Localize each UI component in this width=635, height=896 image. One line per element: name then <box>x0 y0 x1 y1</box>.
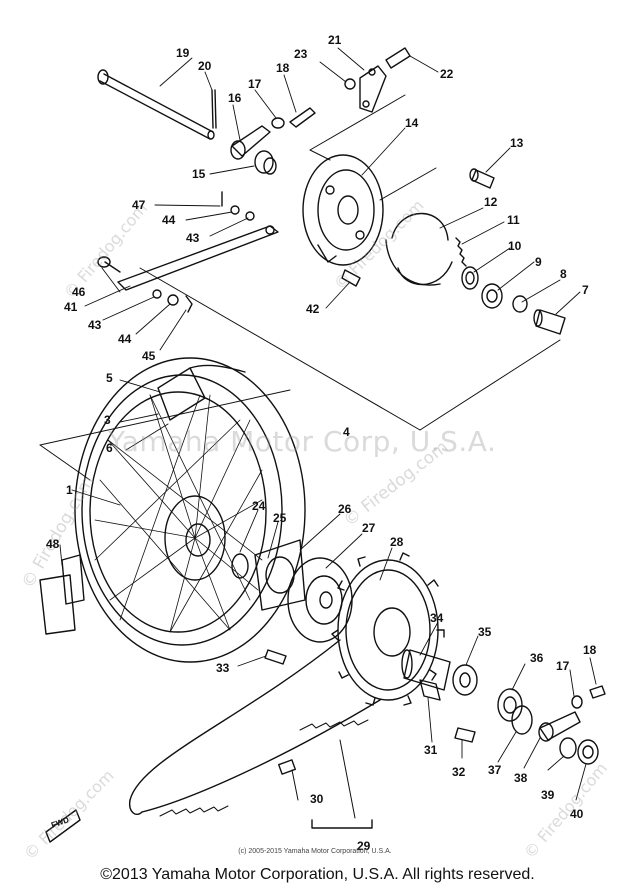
callout-20: 20 <box>198 59 212 73</box>
callout-11: 11 <box>507 213 520 227</box>
callout-17: 17 <box>248 77 262 91</box>
camshaft <box>469 168 495 189</box>
washer-39 <box>559 737 577 759</box>
callout-18: 18 <box>583 643 597 657</box>
callout-19: 19 <box>176 46 190 60</box>
adjuster-nut-upper <box>271 107 316 129</box>
callout-47: 47 <box>132 198 146 212</box>
callout-46: 46 <box>72 285 86 299</box>
callout-21: 21 <box>328 33 342 47</box>
callout-45: 45 <box>142 349 156 363</box>
callout-24: 24 <box>252 499 266 513</box>
chain-adjuster <box>538 711 581 742</box>
bolt-18-lower <box>571 685 606 709</box>
callout-44: 44 <box>162 213 176 227</box>
watermark-text: Yamaha Motor Corp, U.S.A. <box>108 425 497 458</box>
oil-seal <box>461 266 479 290</box>
callout-8: 8 <box>560 267 567 281</box>
callout-23: 23 <box>294 47 308 61</box>
callout-3: 3 <box>104 413 111 427</box>
callout-44: 44 <box>118 332 132 346</box>
bearing-right <box>452 664 478 696</box>
callout-17: 17 <box>556 659 570 673</box>
spacer <box>254 150 277 175</box>
callout-32: 32 <box>452 765 466 779</box>
axle-nut <box>577 739 599 765</box>
tire-tread <box>39 554 85 635</box>
leader-30 <box>291 769 299 801</box>
pin <box>221 191 255 221</box>
copyright-small: (c) 2005-2015 Yamaha Motor Corporation, … <box>238 848 392 855</box>
callout-29: 29 <box>357 839 371 853</box>
callout-36: 36 <box>530 651 544 665</box>
callout-39: 39 <box>541 788 555 802</box>
callout-4: 4 <box>343 425 350 439</box>
bolt-lower <box>419 679 476 743</box>
spring <box>455 237 467 267</box>
callout-18: 18 <box>276 61 290 75</box>
callout-41: 41 <box>64 300 78 314</box>
rear-sprocket <box>331 552 445 706</box>
rim-band <box>157 364 246 421</box>
copyright-footer: ©2013 Yamaha Motor Corporation, U.S.A. A… <box>100 866 535 883</box>
brake-shoe <box>385 212 453 286</box>
brake-shoe-plate <box>302 154 384 266</box>
callout-7: 7 <box>582 283 589 297</box>
lower-washers <box>152 289 193 313</box>
callout-33: 33 <box>216 661 230 675</box>
callout-43: 43 <box>186 231 200 245</box>
callout-13: 13 <box>510 136 524 150</box>
rear-wheel <box>74 357 306 663</box>
leader-lines <box>59 47 597 801</box>
callout-27: 27 <box>362 521 376 535</box>
collar <box>533 309 566 335</box>
cotter-pin <box>211 89 217 129</box>
callout-10: 10 <box>508 239 522 253</box>
o-ring <box>231 553 249 579</box>
bracket-29 <box>311 819 373 829</box>
drive-chain <box>128 639 381 817</box>
callout-31: 31 <box>424 743 438 757</box>
callout-14: 14 <box>405 116 419 130</box>
callout-30: 30 <box>310 792 324 806</box>
callout-16: 16 <box>228 91 242 105</box>
hub-damper <box>254 539 306 611</box>
torque-bracket <box>344 47 411 113</box>
callout-25: 25 <box>273 511 287 525</box>
callout-1: 1 <box>66 483 73 497</box>
callout-12: 12 <box>484 195 498 209</box>
callout-37: 37 <box>488 763 502 777</box>
circlip <box>512 295 528 313</box>
callout-9: 9 <box>535 255 542 269</box>
callout-6: 6 <box>106 441 113 455</box>
callout-40: 40 <box>570 807 584 821</box>
rear-axle <box>97 69 215 140</box>
callout-35: 35 <box>478 625 492 639</box>
callout-38: 38 <box>514 771 528 785</box>
bolt-33 <box>264 649 287 665</box>
fwd-arrow-icon <box>45 809 81 843</box>
bolt <box>341 269 361 287</box>
sleeve <box>401 649 451 691</box>
callout-42: 42 <box>306 302 320 316</box>
callout-22: 22 <box>440 67 454 81</box>
tension-bar <box>97 225 279 291</box>
callout-48: 48 <box>46 537 60 551</box>
callout-34: 34 <box>430 611 444 625</box>
callout-15: 15 <box>192 167 206 181</box>
callout-26: 26 <box>338 502 352 516</box>
leader-29 <box>339 739 356 819</box>
callout-5: 5 <box>106 371 113 385</box>
guide-lines <box>39 94 561 481</box>
callout-28: 28 <box>390 535 404 549</box>
bearing <box>481 283 503 309</box>
axle-collar <box>230 125 271 160</box>
collar-right <box>511 705 533 735</box>
oil-seal-right <box>497 688 523 722</box>
callout-43: 43 <box>88 318 102 332</box>
